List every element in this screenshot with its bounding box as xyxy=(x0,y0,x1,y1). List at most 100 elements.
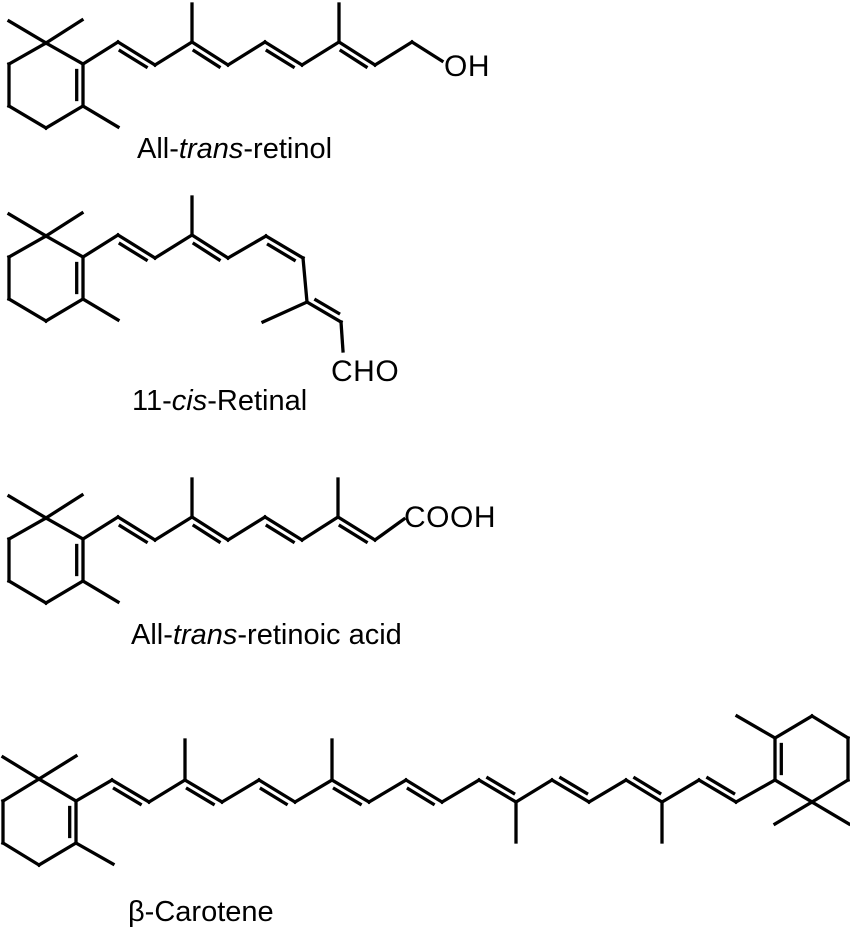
bond xyxy=(0,840,42,868)
molecule-name-part: 11- xyxy=(132,385,172,417)
bond xyxy=(256,777,298,805)
bond xyxy=(115,514,158,543)
bond xyxy=(36,776,79,804)
molecule-name-part: -retinol xyxy=(243,133,332,165)
bond xyxy=(513,777,555,805)
bond xyxy=(772,713,815,741)
double-bond-inner-line xyxy=(632,775,662,796)
bond xyxy=(225,233,269,261)
bond xyxy=(336,39,378,68)
bond xyxy=(152,39,195,68)
bond xyxy=(6,40,49,67)
atom-group-label: COOH xyxy=(404,501,496,534)
double-bond-inner-line xyxy=(191,523,222,545)
double-bond-inner-line xyxy=(266,242,297,263)
bond xyxy=(36,753,79,782)
double-bond-inner-line xyxy=(313,297,341,316)
bond xyxy=(549,777,592,805)
double-bond-inner-line xyxy=(337,523,369,545)
double-bond-inner-line xyxy=(191,48,222,70)
bond xyxy=(80,578,121,605)
double-bond-inner-line xyxy=(112,786,143,807)
bond xyxy=(772,777,815,805)
bond xyxy=(80,232,121,260)
beta-carotene: β-Carotene xyxy=(0,713,850,928)
bond xyxy=(809,777,850,805)
double-bond-inner-line xyxy=(191,241,222,263)
bond xyxy=(696,777,739,805)
bond xyxy=(109,777,152,805)
double-bond-inner-line xyxy=(259,786,289,807)
double-bond-inner-line xyxy=(264,48,296,70)
molecule-name-part: All- xyxy=(137,133,179,165)
double-bond-inner-line xyxy=(558,775,589,796)
bond xyxy=(152,514,195,543)
bond xyxy=(43,515,86,542)
atom-group-label: OH xyxy=(444,50,490,83)
molecule-name-part: All- xyxy=(131,619,173,651)
bond xyxy=(772,799,815,827)
molecule-name-part: β-Carotene xyxy=(128,896,274,928)
bond xyxy=(6,493,49,521)
bond xyxy=(263,233,306,261)
bond xyxy=(301,256,309,304)
all-trans-retinoic-acid: COOH All-trans-retinoic acid xyxy=(6,477,496,651)
double-bond-inner-line xyxy=(117,48,149,70)
bond xyxy=(225,39,268,68)
bond xyxy=(329,777,372,805)
bond xyxy=(0,776,42,804)
molecule-name-part: trans xyxy=(173,619,237,651)
bond xyxy=(80,39,121,67)
double-bond-inner-line xyxy=(332,786,363,807)
bond xyxy=(809,713,850,741)
molecule-name-label: 11-cis-Retinal xyxy=(132,385,307,417)
bond xyxy=(43,17,85,46)
bond xyxy=(292,777,335,805)
double-bond-inner-line xyxy=(117,241,149,263)
bond xyxy=(409,39,445,64)
bond xyxy=(0,754,42,782)
bond xyxy=(339,320,345,353)
bond xyxy=(6,211,49,239)
bond xyxy=(335,514,378,543)
bond xyxy=(262,514,305,543)
bond xyxy=(43,578,86,606)
bond xyxy=(733,777,778,805)
bond xyxy=(80,296,121,323)
double-bond-inner-line xyxy=(705,775,736,796)
bond xyxy=(623,777,665,805)
all-trans-retinol: OH All-trans-retinol xyxy=(6,2,490,165)
bond xyxy=(43,296,86,324)
bond xyxy=(43,233,86,260)
bond xyxy=(43,210,85,239)
bond xyxy=(73,840,116,867)
bond xyxy=(304,299,344,325)
bond xyxy=(299,39,342,68)
bond xyxy=(219,777,262,805)
molecule-name-label: All-trans-retinol xyxy=(137,133,332,165)
double-bond-inner-line xyxy=(406,786,436,807)
bond xyxy=(115,232,158,261)
bond xyxy=(152,232,195,261)
bond xyxy=(43,103,86,131)
molecule-name-label: All-trans-retinoic acid xyxy=(131,619,402,651)
bond xyxy=(6,18,49,46)
bond xyxy=(146,777,188,805)
bond xyxy=(6,515,49,542)
double-bond-inner-line xyxy=(185,786,216,807)
bond xyxy=(43,492,85,521)
bond xyxy=(476,777,519,805)
bond xyxy=(115,39,158,68)
bond xyxy=(80,103,121,130)
bond xyxy=(225,514,268,543)
molecule-name-label: β-Carotene xyxy=(128,896,274,928)
bond xyxy=(366,777,409,805)
bond xyxy=(189,232,231,261)
molecule-name-part: trans xyxy=(179,133,243,165)
bond xyxy=(182,777,225,805)
bond xyxy=(734,713,778,741)
bond xyxy=(80,514,121,542)
double-bond-inner-line xyxy=(338,48,369,70)
